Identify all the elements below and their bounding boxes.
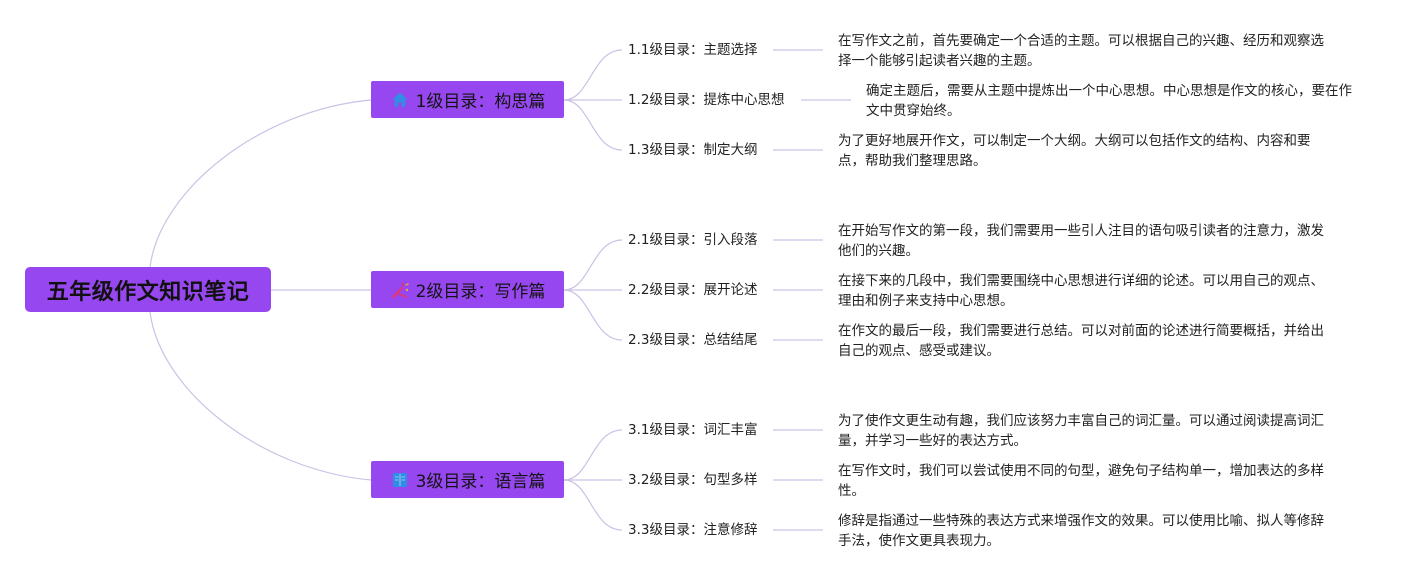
description-2-1: 在开始写作文的第一段，我们需要用一些引人注目的语句吸引读者的注意力，激发他们的兴… — [838, 223, 1324, 259]
description-3-2: 在写作文时，我们可以尝试使用不同的句型，避免句子结构单一，增加表达的多样性。 — [838, 463, 1324, 499]
subtopic-1-3[interactable]: 1.3级目录：制定大纲 — [628, 142, 758, 158]
chapter-label-2: 2级目录：写作篇 — [415, 282, 546, 302]
connector-chapter-2-item-1 — [563, 239, 623, 291]
chapter-label-1: 1级目录：构思篇 — [415, 92, 546, 112]
subtopic-3-3[interactable]: 3.3级目录：注意修辞 — [628, 522, 758, 538]
chapter-node-3[interactable]: 3级目录：语言篇 — [371, 461, 564, 498]
subtopic-3-1[interactable]: 3.1级目录：词汇丰富 — [628, 422, 758, 438]
book-icon — [390, 470, 410, 490]
subtopic-1-2[interactable]: 1.2级目录：提炼中心思想 — [628, 92, 785, 108]
description-2-3: 在作文的最后一段，我们需要进行总结。可以对前面的论述进行简要概括，并给出自己的观… — [838, 323, 1324, 359]
chapter-node-1[interactable]: 1级目录：构思篇 — [371, 81, 564, 118]
description-1-3: 为了更好地展开作文，可以制定一个大纲。大纲可以包括作文的结构、内容和要点，帮助我… — [838, 133, 1311, 169]
connector-chapter-2-item-3 — [563, 289, 623, 341]
connector-chapter-3-item-1 — [563, 429, 623, 481]
connector-root-chapter-3 — [149, 311, 372, 481]
root-title: 五年级作文知识笔记 — [46, 279, 250, 305]
subtopic-3-2[interactable]: 3.2级目录：句型多样 — [628, 472, 758, 488]
chapter-node-2[interactable]: 2级目录：写作篇 — [371, 271, 564, 308]
house-icon — [390, 90, 410, 110]
sparkle-icon — [390, 280, 410, 300]
description-2-2: 在接下来的几段中，我们需要围绕中心思想进行详细的论述。可以用自己的观点、理由和例… — [838, 273, 1324, 309]
connector-chapter-1-item-3 — [563, 99, 623, 151]
subtopic-1-1[interactable]: 1.1级目录：主题选择 — [628, 42, 758, 58]
root-node[interactable]: 五年级作文知识笔记 — [25, 267, 271, 312]
description-1-2: 确定主题后，需要从主题中提炼出一个中心思想。中心思想是作文的核心，要在作文中贯穿… — [866, 83, 1352, 119]
subtopic-2-1[interactable]: 2.1级目录：引入段落 — [628, 232, 758, 248]
chapter-label-3: 3级目录：语言篇 — [415, 472, 546, 492]
description-1-1: 在写作文之前，首先要确定一个合适的主题。可以根据自己的兴趣、经历和观察选择一个能… — [838, 33, 1324, 69]
connector-chapter-1-item-1 — [563, 49, 623, 101]
subtopic-2-3[interactable]: 2.3级目录：总结结尾 — [628, 332, 758, 348]
description-3-1: 为了使作文更生动有趣，我们应该努力丰富自己的词汇量。可以通过阅读提高词汇量，并学… — [838, 413, 1324, 449]
description-3-3: 修辞是指通过一些特殊的表达方式来增强作文的效果。可以使用比喻、拟人等修辞手法，使… — [838, 513, 1324, 549]
connector-chapter-3-item-3 — [563, 479, 623, 531]
subtopic-2-2[interactable]: 2.2级目录：展开论述 — [628, 282, 758, 298]
connector-root-chapter-1 — [149, 99, 372, 268]
